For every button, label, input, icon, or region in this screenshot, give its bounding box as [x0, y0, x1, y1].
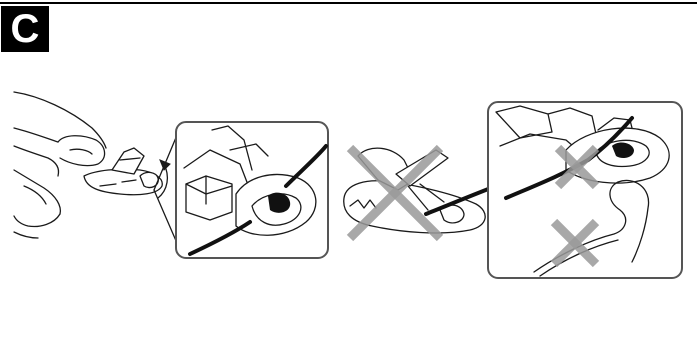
cord-in-groove-detail-icon: [176, 122, 328, 258]
incorrect-clip: [344, 148, 496, 238]
hand-with-clip-icon: [14, 92, 170, 238]
incorrect-detail: [488, 102, 682, 278]
